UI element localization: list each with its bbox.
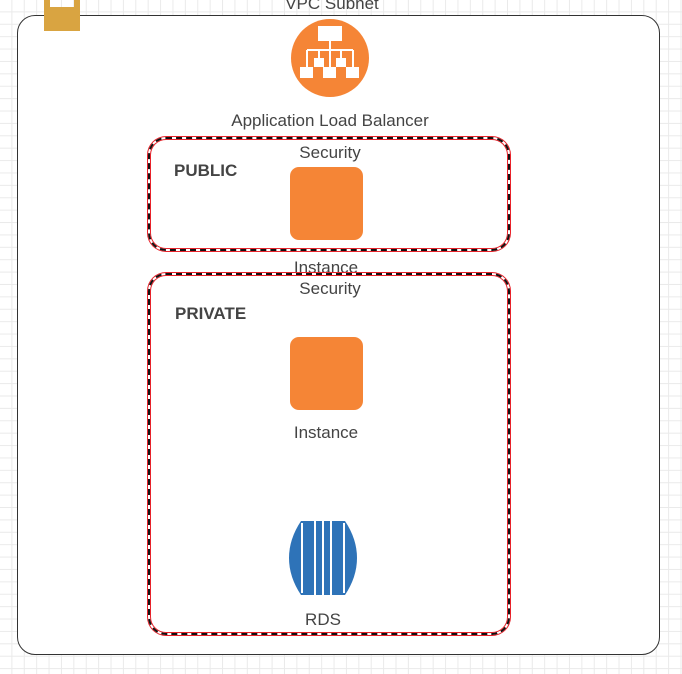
private-security-label: Security <box>299 279 361 298</box>
rds-database-icon <box>289 521 357 595</box>
lock-icon <box>42 0 82 31</box>
public-security-group <box>148 137 510 251</box>
rds-label: RDS <box>305 610 341 629</box>
load-balancer-icon <box>290 18 370 98</box>
public-group-title: PUBLIC <box>174 161 238 180</box>
private-group-title: PRIVATE <box>175 304 247 323</box>
public-instance-icon <box>290 167 363 240</box>
public-security-label: Security <box>299 143 361 162</box>
load-balancer-label: Application Load Balancer <box>231 111 429 130</box>
private-instance-label: Instance <box>293 423 359 442</box>
public-instance-label: Instance <box>293 258 359 277</box>
private-security-group <box>148 273 510 635</box>
vpc-subnet-title: VPC Subnet <box>285 0 379 13</box>
private-instance-icon <box>290 337 363 410</box>
